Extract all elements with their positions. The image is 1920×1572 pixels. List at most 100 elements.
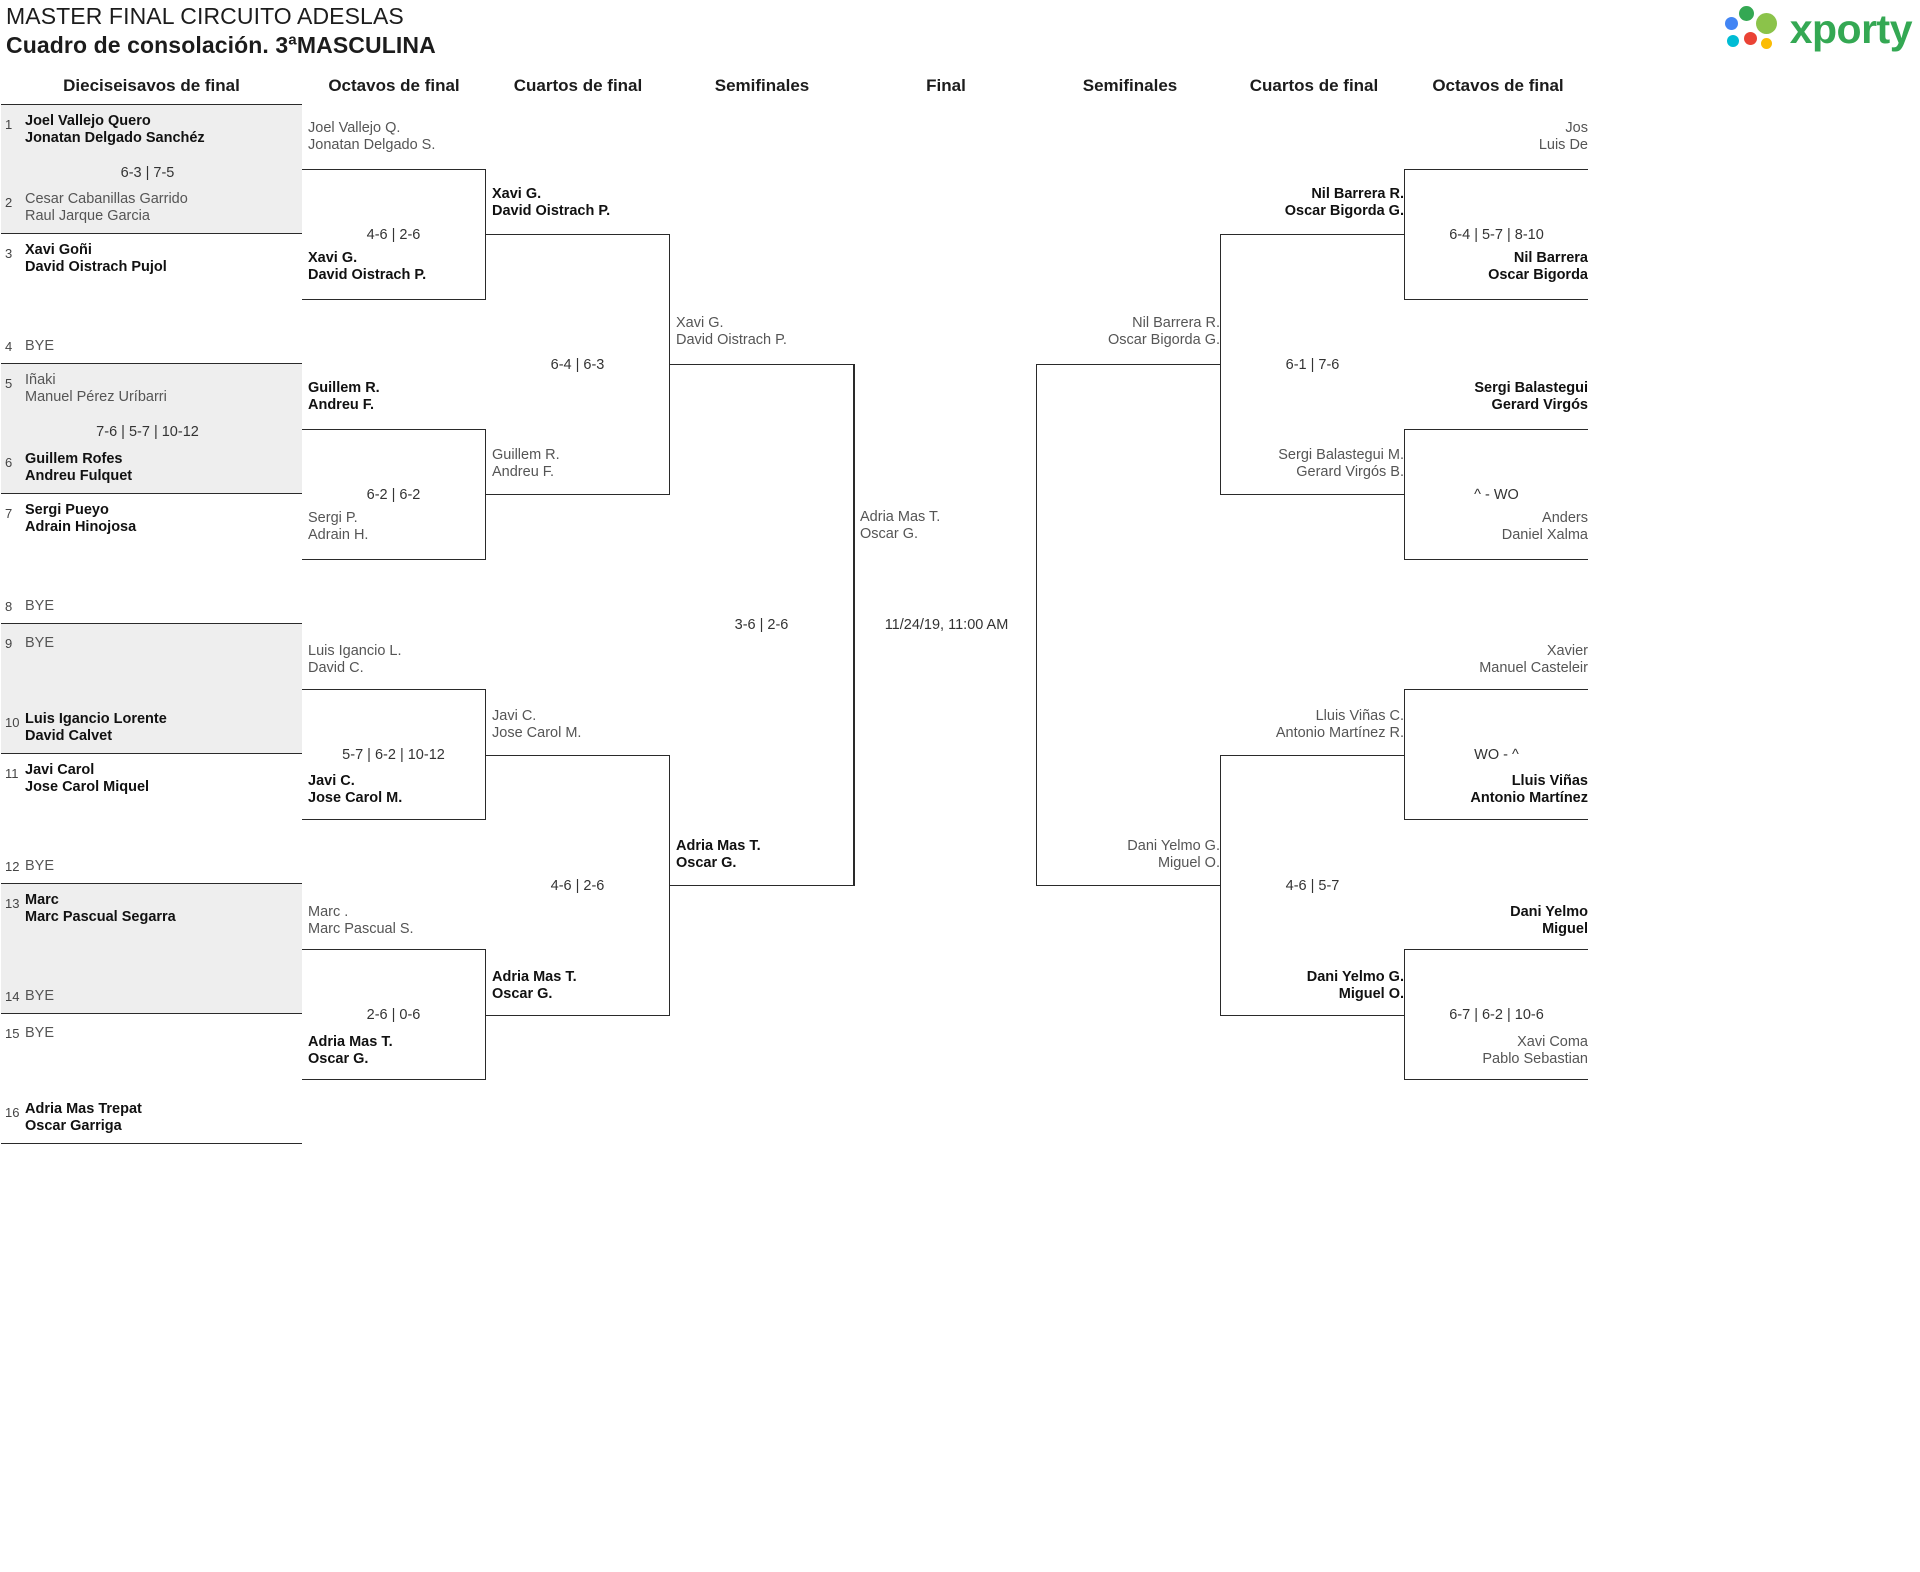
seed-pair[interactable]: 7 Sergi Pueyo Adrain Hinojosa 8 BYE [1,494,302,624]
bracket-box-r16-right-4[interactable]: 6-7 | 6-2 | 10-6 [1404,949,1588,1080]
player-2-name: Adrain Hinojosa [25,519,137,535]
player-2-name: Manuel Pérez Uríbarri [25,389,167,405]
match-team-label: Nil Barrera Oscar Bigorda [1488,250,1588,284]
seed-entry: 7 Sergi Pueyo Adrain Hinojosa [5,502,296,536]
seed-names: BYE [25,988,55,1004]
player-1-name: Joel Vallejo Q. [308,120,401,136]
player-1-name: Jos [1565,120,1588,136]
player-1-name: Adria Mas T. [676,838,761,854]
match-score: 6-4 | 5-7 | 8-10 [1449,226,1544,243]
xporty-logo[interactable]: xporty [1724,4,1913,54]
player-2-name: David Oistrach P. [308,267,427,283]
match-team-label: Dani Yelmo G. Miguel O. [1127,838,1220,872]
player-2-name: Andreu F. [308,397,375,413]
player-2-name: Oscar Bigorda G. [1107,332,1220,348]
seed-column: 1 Joel Vallejo Quero Jonatan Delgado San… [1,104,302,1144]
bracket-box-qf-right-1[interactable]: 6-1 | 7-6 [1220,234,1404,495]
match-score: 4-6 | 2-6 [550,877,605,894]
round-header-r32-left: Dieciseisavos de final [63,76,240,95]
match-team-label: Jos Luis De [1539,120,1588,154]
seed-names: Joel Vallejo Quero Jonatan Delgado Sanch… [25,113,205,147]
player-2-name: Miguel [1542,921,1588,937]
round-header-qf-left: Cuartos de final [513,76,643,95]
seed-names: Iñaki Manuel Pérez Uríbarri [25,372,167,406]
seed-entry: 10 Luis Igancio Lorente David Calvet [5,711,296,745]
bracket-box-r16-right-1[interactable]: 6-4 | 5-7 | 8-10 [1404,169,1588,300]
player-2-name: Oscar Bigorda [1488,267,1588,283]
player-2-name: Manuel Casteleir [1479,660,1588,676]
seed-names: BYE [25,858,55,874]
player-2-name: Jonatan Delgado S. [308,137,436,153]
match-team-label: Nil Barrera R. Oscar Bigorda G. [1285,186,1404,220]
bracket-box-r16-left-3[interactable]: 5-7 | 6-2 | 10-12 [302,689,486,820]
seed-names: Cesar Cabanillas Garrido Raul Jarque Gar… [25,191,188,225]
seed-number: 6 [5,455,13,470]
bracket-box-r16-left-2[interactable]: 6-2 | 6-2 [302,429,486,560]
seed-number: 9 [5,636,13,651]
player-2-name: David C. [308,660,364,676]
seed-number: 4 [5,339,13,354]
match-score: 7-6 | 5-7 | 10-12 [96,424,199,440]
seed-entry: 8 BYE [5,595,296,615]
seed-number: 2 [5,195,13,210]
seed-names: Sergi Pueyo Adrain Hinojosa [25,502,136,536]
player-2-name: Antonio Martínez [1470,790,1588,806]
bracket-box-r16-left-1[interactable]: 4-6 | 2-6 [302,169,486,300]
player-1-name: Anders [1542,510,1588,526]
bracket-box-r16-left-4[interactable]: 2-6 | 0-6 [302,949,486,1080]
player-2-name: Gerard Virgós [1491,397,1588,413]
seed-number: 5 [5,376,13,391]
seed-names: Luis Igancio Lorente David Calvet [25,711,167,745]
seed-number: 11 [5,766,19,781]
match-score: 6-7 | 6-2 | 10-6 [1449,1006,1544,1023]
bracket-box-r16-right-2[interactable]: ^ - WO [1404,429,1588,560]
player-2-name: Oscar G. [676,855,737,871]
seed-names: Guillem Rofes Andreu Fulquet [25,451,132,485]
bracket-box-qf-left-2[interactable]: 4-6 | 2-6 [486,755,670,1016]
match-score: 4-6 | 2-6 [366,226,421,243]
player-2-name: Oscar Garriga [25,1118,122,1134]
player-2-name: Miguel O. [1157,855,1220,871]
seed-entry: 11 Javi Carol Jose Carol Miquel [5,762,296,796]
match-team-label: Xavi G. David Oistrach P. [676,315,787,349]
match-team-label: Sergi Balastegui M. Gerard Virgós B. [1278,447,1404,481]
player-1-name: Nil Barrera [1513,250,1588,266]
seed-pair[interactable]: 13 Marc Marc Pascual Segarra 14 BYE [1,884,302,1014]
match-score: 6-4 | 6-3 [550,356,605,373]
player-1-name: Iñaki [25,372,56,388]
player-1-name: Dani Yelmo G. [1127,838,1220,854]
player-1-name: Xavi G. [676,315,724,331]
seed-pair[interactable]: 15 BYE 16 Adria Mas Trepat Oscar Garriga [1,1014,302,1144]
title-block: MASTER FINAL CIRCUITO ADESLAS Cuadro de … [6,2,436,60]
bracket-box-qf-left-1[interactable]: 6-4 | 6-3 [486,234,670,495]
match-score: ^ - WO [1474,486,1519,503]
seed-number: 12 [5,859,20,874]
player-1-name: Adria Mas T. [492,969,577,985]
seed-names: BYE [25,338,55,354]
bracket-box-r16-right-3[interactable]: WO - ^ [1404,689,1588,820]
seed-names: Xavi Goñi David Oistrach Pujol [25,242,167,276]
player-1-name: Dani Yelmo G. [1306,969,1404,985]
player-1-name: Luis Igancio Lorente [25,711,167,727]
player-2-name: Oscar G. [492,986,553,1002]
bracket-box-sf-left-1[interactable]: 3-6 | 2-6 [670,364,854,886]
player-1-name: Sergi Balastegui [1474,380,1588,396]
bracket-box-final[interactable]: 11/24/19, 11:00 AM [854,364,1038,886]
bracket-box-sf-right-1[interactable] [1036,364,1220,886]
player-2-name: Luis De [1538,137,1588,153]
seed-entry: 14 BYE [5,985,296,1005]
player-1-name: Sergi P. [308,510,358,526]
player-2-name: Jose Carol Miquel [25,779,150,795]
bracket-box-qf-right-2[interactable]: 4-6 | 5-7 [1220,755,1404,1016]
seed-entry: 16 Adria Mas Trepat Oscar Garriga [5,1101,296,1135]
match-team-label: Guillem R. Andreu F. [308,380,380,414]
seed-entry: 15 BYE [5,1022,296,1042]
seed-pair[interactable]: 1 Joel Vallejo Quero Jonatan Delgado San… [1,104,302,234]
seed-pair[interactable]: 5 Iñaki Manuel Pérez Uríbarri 7-6 | 5-7 … [1,364,302,494]
round-header-sf-right: Semifinales [1082,76,1178,95]
seed-pair[interactable]: 11 Javi Carol Jose Carol Miquel 12 BYE [1,754,302,884]
seed-pair[interactable]: 9 BYE 10 Luis Igancio Lorente David Calv… [1,624,302,754]
seed-pair[interactable]: 3 Xavi Goñi David Oistrach Pujol 4 BYE [1,234,302,364]
round-header-final: Final [926,76,966,95]
player-1-name: Guillem R. [308,380,380,396]
